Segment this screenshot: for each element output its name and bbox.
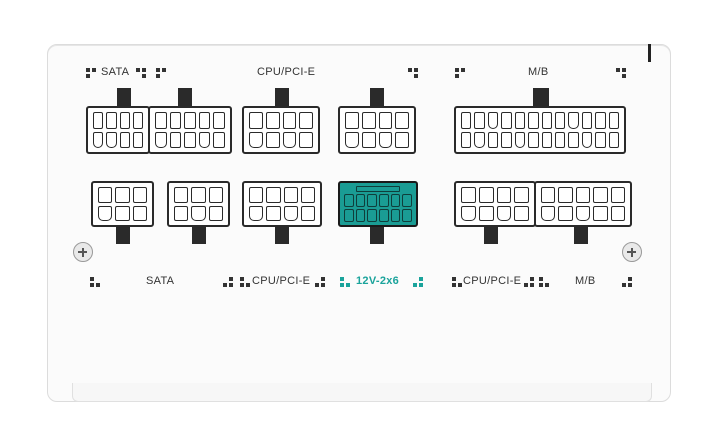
label-top-mb: M/B bbox=[528, 66, 549, 78]
12v-2x6-port[interactable] bbox=[338, 181, 418, 227]
screw-icon bbox=[73, 242, 93, 262]
mb-port-bottom[interactable] bbox=[534, 181, 632, 227]
port-marker-icon bbox=[223, 277, 233, 287]
label-bottom-cpu-pcie-2: CPU/PCI-E bbox=[463, 275, 522, 287]
port-marker-icon bbox=[315, 277, 325, 287]
port-marker-icon bbox=[136, 68, 146, 78]
port-marker-icon bbox=[455, 68, 465, 78]
sata-port-bottom-2[interactable] bbox=[167, 181, 230, 227]
connector-latch bbox=[574, 227, 588, 244]
port-marker-icon bbox=[622, 277, 632, 287]
connector-latch bbox=[484, 227, 498, 244]
cpu-pcie-port-bottom-1[interactable] bbox=[242, 181, 322, 227]
connector-latch bbox=[178, 88, 192, 106]
port-marker-icon bbox=[408, 68, 418, 78]
panel-edge-mark bbox=[648, 44, 651, 62]
label-bottom-mb: M/B bbox=[575, 275, 596, 287]
port-marker-icon bbox=[452, 277, 462, 287]
label-bottom-sata: SATA bbox=[146, 275, 175, 287]
connector-latch bbox=[370, 88, 384, 106]
cpu-pcie-port-bottom-2[interactable] bbox=[454, 181, 536, 227]
port-marker-icon bbox=[240, 277, 250, 287]
label-top-cpu-pcie: CPU/PCI-E bbox=[257, 66, 316, 78]
connector-latch bbox=[116, 227, 130, 244]
mb-port-top[interactable] bbox=[454, 106, 626, 154]
panel-bottom-lip bbox=[72, 383, 652, 402]
port-marker-icon bbox=[616, 68, 626, 78]
label-bottom-cpu-pcie-1: CPU/PCI-E bbox=[252, 275, 311, 287]
port-marker-icon bbox=[524, 277, 534, 287]
cpu-pcie-port-top-1[interactable] bbox=[242, 106, 320, 154]
port-marker-icon bbox=[156, 68, 166, 78]
connector-latch bbox=[275, 88, 289, 106]
connector-latch bbox=[192, 227, 206, 244]
port-marker-icon bbox=[90, 277, 100, 287]
sata-port-bottom-1[interactable] bbox=[91, 181, 154, 227]
sata-port-top-1[interactable] bbox=[86, 106, 150, 154]
connector-latch bbox=[117, 88, 131, 106]
cpu-pcie-port-top-2[interactable] bbox=[338, 106, 416, 154]
port-marker-icon bbox=[539, 277, 549, 287]
connector-latch bbox=[533, 88, 549, 106]
port-marker-icon bbox=[340, 277, 350, 287]
screw-icon bbox=[622, 242, 642, 262]
label-top-sata: SATA bbox=[101, 66, 130, 78]
label-bottom-12v-2x6: 12V-2x6 bbox=[356, 275, 400, 287]
port-marker-icon bbox=[413, 277, 423, 287]
sata-port-top-2[interactable] bbox=[148, 106, 232, 154]
port-marker-icon bbox=[86, 68, 96, 78]
connector-latch bbox=[370, 227, 384, 244]
connector-latch bbox=[275, 227, 289, 244]
